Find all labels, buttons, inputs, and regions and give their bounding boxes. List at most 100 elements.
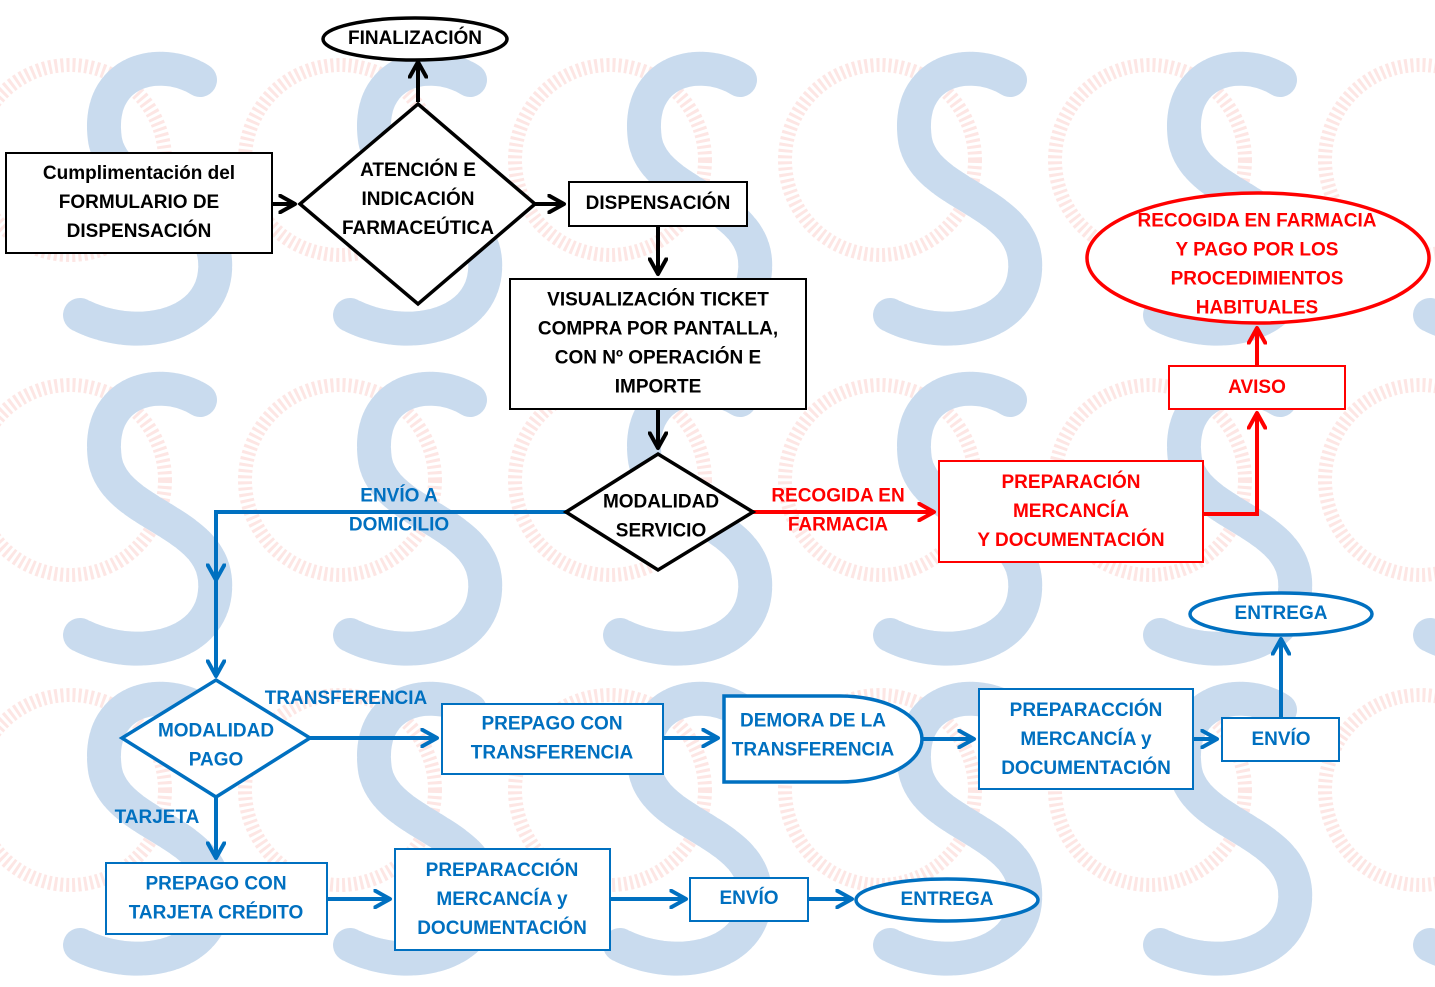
text-line: VISUALIZACIÓN TICKET: [547, 289, 769, 311]
watermark-logo: [1318, 58, 1435, 336]
text-line: FORMULARIO DE: [59, 192, 219, 213]
text-line: TRANSFERENCIA: [265, 688, 428, 709]
text-line: ENTREGA: [901, 889, 994, 910]
text-line: RECOGIDA EN: [771, 486, 904, 507]
node-finalizacion[interactable]: FINALIZACIÓN: [321, 16, 509, 62]
text-line: ENVÍO A: [360, 485, 438, 507]
node-prepago-transferencia-label: PREPAGO CON TRANSFERENCIA: [471, 714, 634, 764]
text-line: Y DOCUMENTACIÓN: [977, 529, 1164, 551]
node-entrega-transferencia[interactable]: ENTREGA: [1188, 591, 1374, 637]
text-line: HABITUALES: [1196, 298, 1318, 319]
node-ticket[interactable]: VISUALIZACIÓN TICKET COMPRA POR PANTALLA,…: [509, 278, 807, 410]
text-line: DOMICILIO: [349, 515, 449, 536]
node-envio-transferencia[interactable]: ENVÍO: [1221, 717, 1340, 762]
text-line: FINALIZACIÓN: [348, 27, 482, 49]
text-line: DOCUMENTACIÓN: [1001, 757, 1171, 779]
text-line: TRANSFERENCIA: [471, 743, 634, 764]
watermark-logo: [508, 681, 773, 976]
text-line: DOCUMENTACIÓN: [417, 917, 587, 939]
node-finalizacion-label: FINALIZACIÓN: [348, 27, 482, 49]
text-line: FARMACEÚTICA: [342, 217, 494, 239]
edge-label-recogida-farmacia: RECOGIDA EN FARMACIA: [771, 486, 904, 536]
text-line: PREPAGO CON: [481, 714, 622, 735]
edge-label-tarjeta: TARJETA: [115, 807, 200, 828]
text-line: PREPARACCIÓN: [1010, 699, 1163, 721]
node-prep-farmacia-label: PREPARACIÓN MERCANCÍA Y DOCUMENTACIÓN: [977, 471, 1164, 551]
watermark-logo: [0, 681, 233, 976]
text-line: PAGO: [189, 750, 244, 771]
watermark-logo: [1318, 378, 1435, 656]
text-line: FARMACIA: [788, 515, 889, 536]
text-line: ENVÍO: [719, 887, 778, 909]
text-line: CON Nº OPERACIÓN E: [555, 347, 761, 369]
node-envio-tarjeta-label: ENVÍO: [719, 887, 778, 909]
node-prep-farmacia[interactable]: PREPARACIÓN MERCANCÍA Y DOCUMENTACIÓN: [938, 460, 1204, 563]
text-line: AVISO: [1228, 377, 1286, 398]
text-line: PROCEDIMIENTOS: [1171, 269, 1344, 290]
node-entrega-transferencia-label: ENTREGA: [1235, 603, 1328, 624]
text-line: TARJETA CRÉDITO: [129, 902, 304, 924]
node-demora-label: DEMORA DE LA TRANSFERENCIA: [732, 711, 895, 761]
text-line: INDICACIÓN: [362, 188, 475, 210]
text-line: DEMORA DE LA: [740, 711, 886, 732]
watermark-logo: [238, 371, 503, 666]
node-modalidad-pago[interactable]: MODALIDAD PAGO: [118, 677, 314, 800]
text-line: ENVÍO: [1251, 728, 1310, 750]
text-line: IMPORTE: [615, 377, 702, 398]
node-modalidad-servicio-label: MODALIDAD SERVICIO: [603, 492, 719, 542]
node-prepago-tarjeta-label: PREPAGO CON TARJETA CRÉDITO: [129, 874, 304, 924]
node-aviso-label: AVISO: [1228, 377, 1286, 398]
text-line: MERCANCÍA y: [1020, 728, 1152, 750]
node-demora[interactable]: DEMORA DE LA TRANSFERENCIA: [722, 694, 924, 784]
node-aviso[interactable]: AVISO: [1168, 365, 1346, 410]
watermark-logo: [1318, 688, 1435, 966]
node-modalidad-pago-label: MODALIDAD PAGO: [158, 721, 274, 771]
node-atencion-label: ATENCIÓN E INDICACIÓN FARMACEÚTICA: [342, 159, 494, 239]
text-line: ENTREGA: [1235, 603, 1328, 624]
node-ticket-label: VISUALIZACIÓN TICKET COMPRA POR PANTALLA,…: [538, 289, 778, 398]
watermark-logo: [0, 371, 233, 666]
node-atencion[interactable]: ATENCIÓN E INDICACIÓN FARMACEÚTICA: [297, 101, 538, 307]
edge-label-envio-domicilio: ENVÍO A DOMICILIO: [349, 485, 449, 536]
connectors: [216, 62, 1281, 899]
text-line: PREPARACIÓN: [1002, 471, 1141, 493]
text-line: SERVICIO: [616, 521, 706, 542]
text-line: Cumplimentación del: [43, 163, 235, 184]
node-modalidad-servicio[interactable]: MODALIDAD SERVICIO: [562, 451, 757, 573]
node-prepago-tarjeta[interactable]: PREPAGO CON TARJETA CRÉDITO: [105, 862, 328, 935]
node-entrega-tarjeta-label: ENTREGA: [901, 889, 994, 910]
edge-prep-farmacia-aviso: [1203, 413, 1257, 516]
text-line: MERCANCÍA: [1013, 500, 1129, 522]
node-entrega-tarjeta[interactable]: ENTREGA: [854, 877, 1040, 923]
text-line: DISPENSACIÓN: [586, 192, 731, 214]
node-prep-tarjeta-label: PREPARACCIÓN MERCANCÍA y DOCUMENTACIÓN: [417, 859, 587, 939]
text-line: COMPRA POR PANTALLA,: [538, 319, 778, 340]
node-envio-transferencia-label: ENVÍO: [1251, 728, 1310, 750]
text-line: PREPARACCIÓN: [426, 859, 579, 881]
text-line: Y PAGO POR LOS: [1176, 240, 1339, 261]
watermark-logo: [778, 681, 1043, 976]
node-envio-tarjeta[interactable]: ENVÍO: [689, 877, 809, 922]
text-line: TRANSFERENCIA: [732, 740, 895, 761]
text-line: MODALIDAD: [158, 721, 274, 742]
node-dispensacion[interactable]: DISPENSACIÓN: [568, 181, 748, 227]
text-line: DISPENSACIÓN: [67, 220, 212, 242]
text-line: TARJETA: [115, 807, 200, 828]
edge-label-transferencia: TRANSFERENCIA: [265, 688, 428, 709]
text-line: MERCANCÍA y: [436, 888, 568, 910]
text-line: PREPAGO CON: [145, 874, 286, 895]
node-prepago-transferencia[interactable]: PREPAGO CON TRANSFERENCIA: [441, 703, 664, 775]
node-prep-transferencia[interactable]: PREPARACCIÓN MERCANCÍA y DOCUMENTACIÓN: [978, 688, 1194, 790]
node-dispensacion-label: DISPENSACIÓN: [586, 192, 731, 214]
text-line: MODALIDAD: [603, 492, 719, 513]
node-prep-tarjeta[interactable]: PREPARACCIÓN MERCANCÍA y DOCUMENTACIÓN: [394, 848, 611, 951]
text-line: ATENCIÓN E: [360, 159, 476, 181]
node-prep-transferencia-label: PREPARACCIÓN MERCANCÍA y DOCUMENTACIÓN: [1001, 699, 1171, 779]
edge-servicio-envio-domicilio: [216, 510, 566, 580]
watermark-logo: [778, 51, 1043, 346]
